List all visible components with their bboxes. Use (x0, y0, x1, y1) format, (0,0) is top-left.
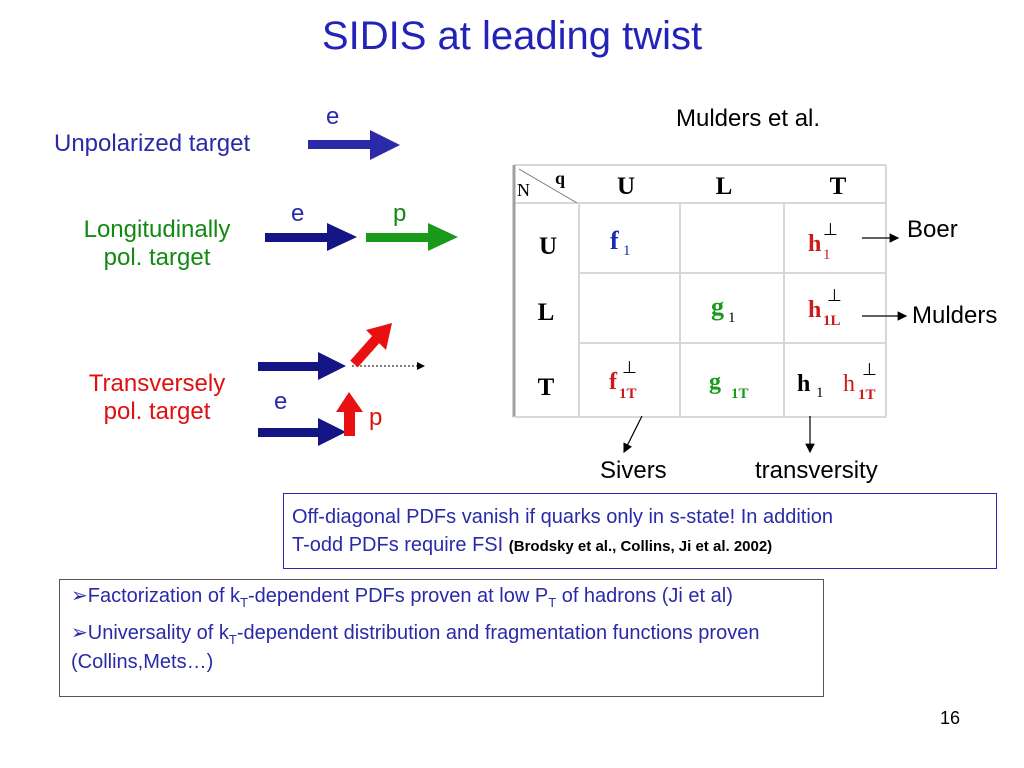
bullet-marker-icon: ➢ (71, 585, 88, 607)
proton-arrow-longitudinal (366, 223, 458, 251)
bullets-box: ➢Factorization of kT-dependent PDFs prov… (59, 579, 824, 697)
svg-text:⊥: ⊥ (823, 220, 838, 239)
electron-label-longitudinal: e (291, 200, 305, 227)
electron-label-unpolarized: e (326, 103, 340, 130)
transverse-line-2: pol. target (103, 398, 211, 425)
table-attribution: Mulders et al. (676, 105, 821, 132)
svg-text:h: h (843, 371, 855, 397)
electron-label-transverse: e (274, 388, 288, 415)
svg-text:1: 1 (823, 247, 831, 263)
svg-text:h: h (808, 231, 821, 257)
beam-arrows-diagram (258, 130, 458, 446)
sivers-label: Sivers (600, 457, 667, 484)
note-box: Off-diagonal PDFs vanish if quarks only … (283, 493, 997, 569)
svg-text:f: f (609, 369, 618, 395)
svg-text:h: h (797, 371, 810, 397)
slide-title: SIDIS at leading twist (321, 14, 703, 58)
unpolarized-target-label: Unpolarized target (54, 130, 251, 157)
cell-f1t-perp: f 1T ⊥ (609, 358, 637, 402)
mulders-label: Mulders (912, 302, 998, 329)
note-line-1: Off-diagonal PDFs vanish if quarks only … (292, 506, 834, 528)
cell-g1: g 1 (711, 292, 736, 326)
cell-f1: f 1 (610, 226, 631, 259)
svg-text:g: g (709, 369, 721, 395)
page-number: 16 (940, 708, 961, 728)
sivers-pointer (623, 415, 643, 454)
longitudinal-line-2: pol. target (103, 244, 211, 271)
svg-text:⊥: ⊥ (827, 286, 842, 305)
svg-text:1T: 1T (858, 387, 876, 403)
svg-text:1L: 1L (823, 313, 841, 329)
corner-row-label: N (517, 180, 530, 200)
svg-text:1T: 1T (619, 386, 637, 402)
svg-text:⊥: ⊥ (622, 358, 637, 377)
transverse-line-1: Transversely (88, 370, 226, 397)
electron-arrow-longitudinal (265, 223, 357, 251)
corner-col-label: q (555, 168, 565, 188)
svg-text:⊥: ⊥ (862, 360, 877, 379)
longitudinal-line-1: Longitudinally (83, 216, 231, 243)
bullet-universality: ➢Universality of kT-dependent distributi… (71, 622, 760, 673)
row-header-t: T (538, 374, 555, 401)
cell-g1t: g 1T (709, 369, 749, 402)
svg-text:1: 1 (623, 243, 631, 259)
boer-label: Boer (907, 216, 958, 243)
row-header-u: U (539, 233, 557, 260)
svg-text:1: 1 (728, 310, 736, 326)
proton-label-longitudinal: p (393, 200, 407, 227)
electron-arrow-unpolarized (308, 130, 400, 160)
pdf-table: N q U L T U L T f 1 h 1 ⊥ g 1 h 1L ⊥ f 1… (512, 164, 887, 418)
svg-text:1: 1 (816, 385, 824, 401)
svg-text:h: h (808, 297, 821, 323)
note-line-2: T-odd PDFs require FSI (Brodsky et al., … (292, 531, 996, 561)
svg-text:g: g (711, 292, 724, 321)
svg-text:1T: 1T (731, 386, 749, 402)
col-header-u: U (617, 173, 635, 200)
cell-h1t-perp: h 1T ⊥ (843, 360, 877, 403)
bullet-marker-icon: ➢ (71, 622, 88, 644)
spin-arrow-tilted (350, 323, 392, 368)
bullet-factorization: ➢Factorization of kT-dependent PDFs prov… (71, 585, 733, 610)
note-citation: (Brodsky et al., Collins, Ji et al. 2002… (508, 538, 773, 555)
spin-arrow-vertical (336, 392, 363, 436)
col-header-l: L (716, 173, 733, 200)
transverse-target-label: Transversely pol. target (62, 370, 252, 426)
longitudinal-target-label: Longitudinally pol. target (62, 216, 252, 272)
proton-label-transverse: p (369, 404, 383, 431)
transversity-label: transversity (755, 457, 878, 484)
electron-arrow-transverse-upper (258, 352, 346, 380)
pointer-arrows (623, 233, 908, 454)
cell-h1-perp: h 1 ⊥ (808, 220, 838, 263)
col-header-t: T (830, 173, 847, 200)
cell-h1: h 1 (797, 371, 824, 401)
svg-text:f: f (610, 226, 619, 255)
row-header-l: L (538, 299, 555, 326)
note-line-2-text: T-odd PDFs require FSI (292, 534, 509, 556)
cell-h1l-perp: h 1L ⊥ (808, 286, 842, 329)
electron-arrow-transverse-lower (258, 418, 346, 446)
